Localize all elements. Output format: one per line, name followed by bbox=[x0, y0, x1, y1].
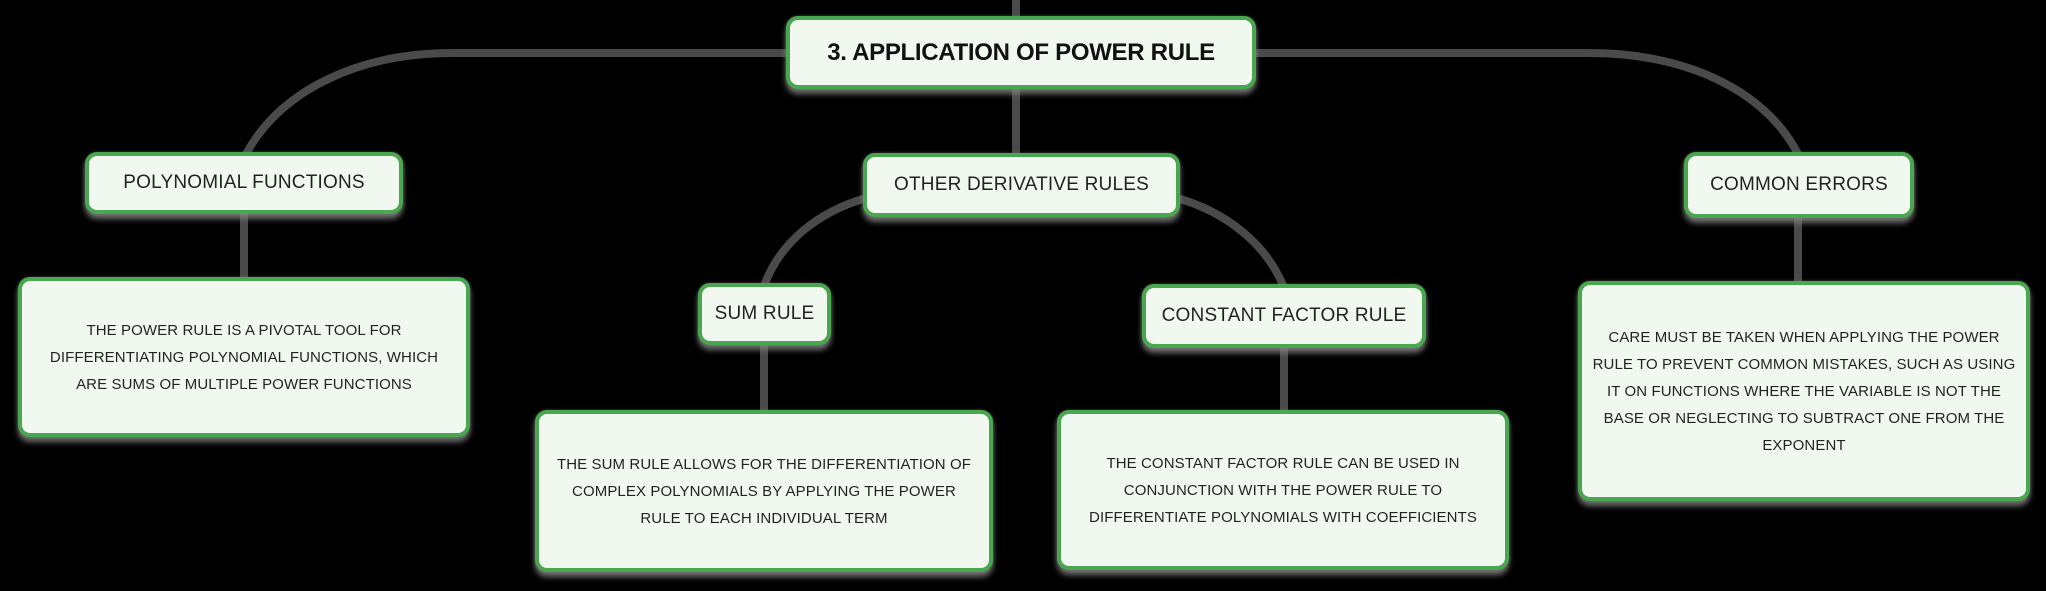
node-polynomial-functions[interactable]: POLYNOMIAL FUNCTIONS bbox=[85, 152, 403, 214]
detail-sum-rule[interactable]: THE SUM RULE ALLOWS FOR THE DIFFERENTIAT… bbox=[535, 410, 993, 572]
detail-constant-text: THE CONSTANT FACTOR RULE CAN BE USED IN … bbox=[1089, 454, 1477, 526]
node-sum-rule[interactable]: SUM RULE bbox=[698, 283, 831, 345]
node-sum-label: SUM RULE bbox=[714, 303, 815, 324]
detail-errors-text: CARE MUST BE TAKEN WHEN APPLYING THE POW… bbox=[1592, 328, 2016, 454]
detail-sum-text: THE SUM RULE ALLOWS FOR THE DIFFERENTIAT… bbox=[556, 455, 972, 527]
node-polynomial-label: POLYNOMIAL FUNCTIONS bbox=[123, 172, 365, 193]
connector-root-polynomial bbox=[242, 49, 790, 156]
connector-other-constant-factor bbox=[1175, 194, 1288, 290]
node-constant-factor-rule[interactable]: CONSTANT FACTOR RULE bbox=[1142, 284, 1426, 348]
node-root-application-of-power-rule[interactable]: 3. APPLICATION OF POWER RULE bbox=[786, 16, 1256, 89]
node-common-errors[interactable]: COMMON ERRORS bbox=[1684, 152, 1914, 218]
node-other-label: OTHER DERIVATIVE RULES bbox=[894, 174, 1149, 195]
connector-other-sum-rule bbox=[760, 194, 868, 288]
connector-root-common-errors bbox=[1252, 49, 1802, 156]
node-errors-label: COMMON ERRORS bbox=[1710, 174, 1888, 195]
node-other-derivative-rules[interactable]: OTHER DERIVATIVE RULES bbox=[863, 153, 1180, 217]
node-constant-label: CONSTANT FACTOR RULE bbox=[1161, 305, 1407, 326]
detail-common-errors[interactable]: CARE MUST BE TAKEN WHEN APPLYING THE POW… bbox=[1578, 281, 2030, 501]
node-root-label: 3. APPLICATION OF POWER RULE bbox=[827, 38, 1215, 66]
detail-constant-factor-rule[interactable]: THE CONSTANT FACTOR RULE CAN BE USED IN … bbox=[1057, 410, 1509, 570]
detail-polynomial-text: THE POWER RULE IS A PIVOTAL TOOL FOR DIF… bbox=[49, 321, 439, 393]
detail-polynomial-functions[interactable]: THE POWER RULE IS A PIVOTAL TOOL FOR DIF… bbox=[18, 277, 470, 437]
